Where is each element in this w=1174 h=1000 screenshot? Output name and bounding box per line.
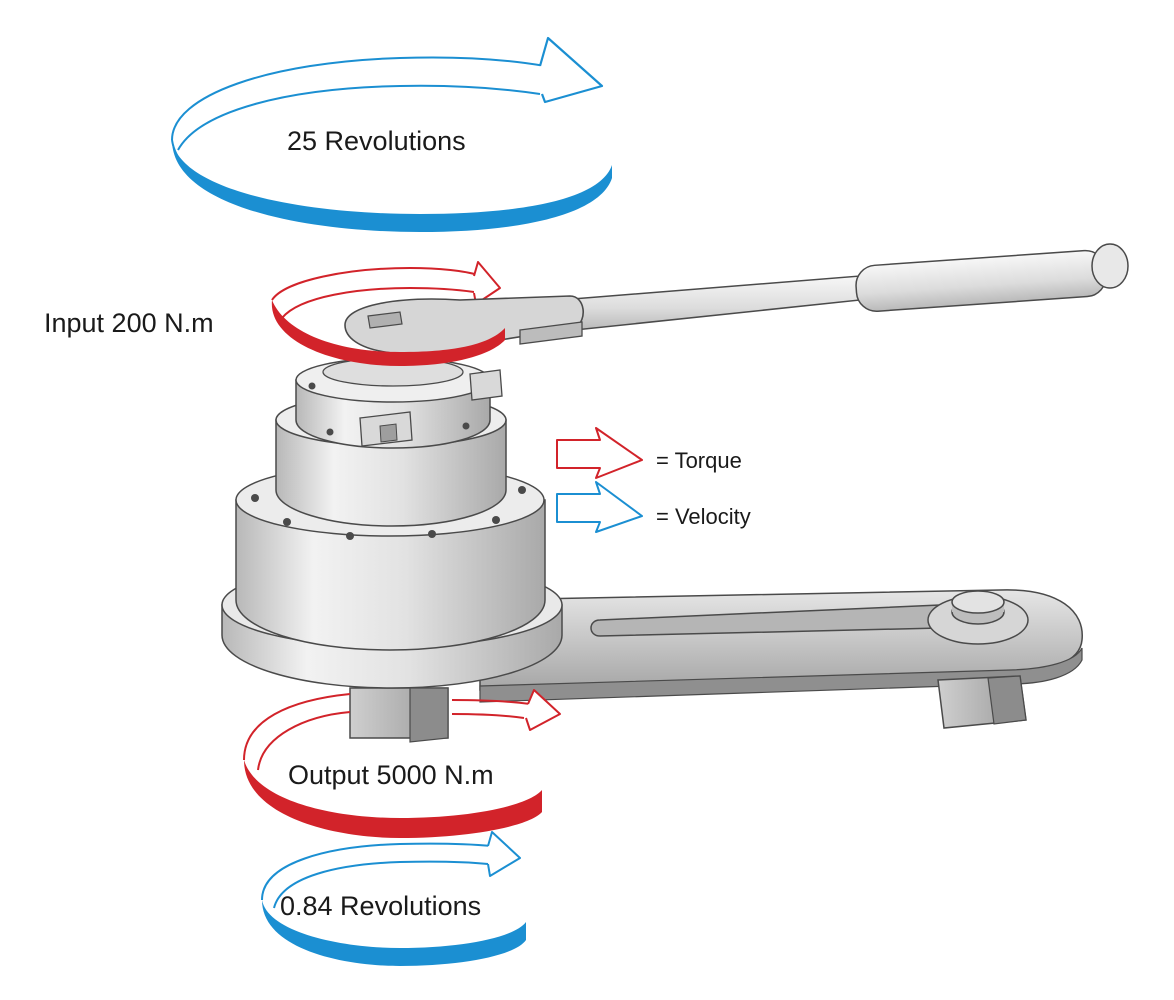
legend-torque-arrow-icon [556, 427, 643, 479]
legend-velocity-label: = Velocity [656, 504, 751, 529]
input-torque-rotation-arrow-back [271, 261, 501, 319]
legend-velocity-arrow-icon [556, 481, 643, 533]
gearbox-body [221, 357, 563, 689]
bottom-revolutions-label: 0.84 Revolutions [280, 891, 481, 921]
input-torque-label: Input 200 N.m [44, 308, 214, 338]
output-square-drive [349, 687, 449, 743]
reaction-arm [479, 589, 1083, 703]
input-torque-rotation-arrow-front [271, 300, 505, 366]
wrench-handle [558, 243, 1129, 331]
bolt-ring-lower [251, 486, 526, 540]
top-revolutions-label: 25 Revolutions [287, 126, 466, 156]
bottom-velocity-rotation-arrow [261, 831, 526, 966]
legend: = Torque = Velocity [556, 427, 751, 533]
reaction-foot-block [937, 675, 1027, 729]
top-velocity-rotation-arrow [171, 36, 612, 232]
wrench-head [344, 295, 584, 356]
ratchet-pawl [359, 369, 503, 447]
output-torque-label: Output 5000 N.m [288, 760, 494, 790]
legend-torque-label: = Torque [656, 448, 742, 473]
output-torque-rotation-arrow [243, 689, 561, 838]
